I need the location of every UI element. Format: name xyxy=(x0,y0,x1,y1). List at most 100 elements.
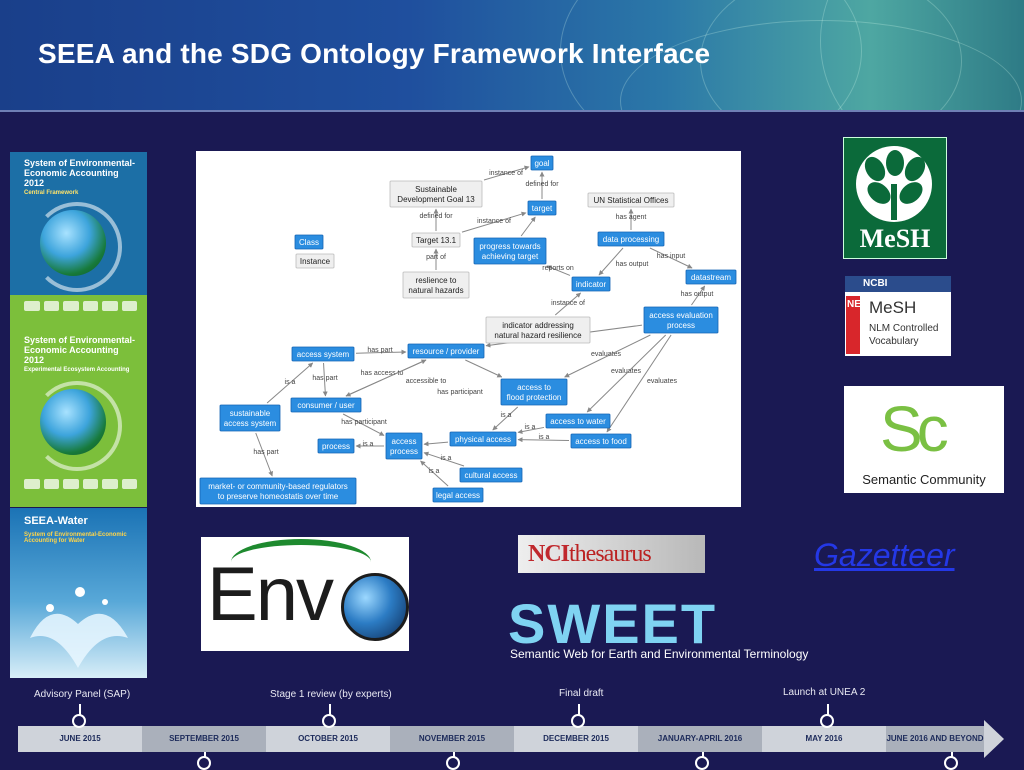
node-label: progress towards xyxy=(479,242,540,251)
edge-label: is a xyxy=(285,379,296,386)
edge-label: accessible to xyxy=(406,378,447,385)
timeline-arrowhead xyxy=(984,720,1004,758)
node-access-system: access system xyxy=(291,346,355,362)
node-label: access to xyxy=(517,383,551,392)
milestone-marker xyxy=(571,714,585,728)
agency-logos-row xyxy=(24,479,137,489)
node-label: cultural access xyxy=(465,471,518,480)
node-label: sustainable xyxy=(230,409,271,418)
edge-line xyxy=(554,292,582,316)
sweet-subtitle: Semantic Web for Earth and Environmental… xyxy=(510,647,809,661)
earth-icon xyxy=(341,573,409,641)
timeline-segment: DECEMBER 2015 xyxy=(514,726,638,752)
globe-icon xyxy=(40,389,106,455)
edge-line xyxy=(691,285,706,306)
edge-label: has part xyxy=(312,375,337,382)
edge-line xyxy=(420,460,449,487)
edge-label: evaluates xyxy=(647,378,677,385)
ring-graphic xyxy=(32,381,122,471)
node-label: goal xyxy=(534,159,549,168)
envo-word: Env xyxy=(207,552,334,637)
nci-label: NCIthesaurus xyxy=(528,541,652,568)
node-legal: legal access xyxy=(432,487,484,503)
edge-line xyxy=(423,441,449,447)
node-class: Class xyxy=(294,234,324,250)
edge-line xyxy=(586,334,667,413)
book-title: System of Environmental-Economic Account… xyxy=(24,335,136,365)
node-instance: Instance xyxy=(295,253,335,269)
edge-label: is a xyxy=(501,412,512,419)
thesaurus-part: thesaurus xyxy=(569,541,652,567)
edge-line xyxy=(649,247,693,269)
node-label: access system xyxy=(224,419,277,428)
ncbi-mesh-subtitle: NLM Controlled Vocabulary xyxy=(869,323,939,347)
edge-label: has part xyxy=(253,449,278,456)
node-label: to preserve homeostatis over time xyxy=(218,492,339,501)
node-label: indicator addressing xyxy=(502,321,574,330)
globe-icon xyxy=(40,210,106,276)
edge-line xyxy=(564,334,651,378)
node-label: process xyxy=(322,442,350,451)
stage-label-review: Stage 1 review (by experts) xyxy=(270,689,392,700)
node-resource: resource / provider xyxy=(407,343,485,359)
edge-line xyxy=(355,349,407,355)
edge-line xyxy=(606,334,672,433)
book-cover-seea-water: SEEA-Water System of Environmental-Econo… xyxy=(10,508,147,678)
edge-label: is a xyxy=(429,468,440,475)
timeline-bar: JUNE 2015 SEPTEMBER 2015 OCTOBER 2015 NO… xyxy=(18,720,1004,758)
nci-thesaurus-logo: NCIthesaurus xyxy=(518,535,705,573)
node-label: Target 13.1 xyxy=(416,236,457,245)
edge-line xyxy=(322,362,328,397)
node-access-food: access to food xyxy=(570,433,632,449)
node-dataproc: data processing xyxy=(597,231,665,247)
gazetteer-link[interactable]: Gazetteer xyxy=(814,537,955,573)
edge-line xyxy=(266,362,314,404)
node-label: achieving target xyxy=(482,252,539,261)
node-datastream: datastream xyxy=(685,269,737,285)
node-label: consumer / user xyxy=(297,401,355,410)
edge-line xyxy=(520,216,536,237)
book-cover-seea-eea: System of Environmental-Economic Account… xyxy=(10,295,147,507)
edge-line xyxy=(517,426,545,434)
edge-line xyxy=(546,265,571,276)
edge-line xyxy=(255,432,273,477)
edge-label: evaluates xyxy=(591,351,621,358)
milestone-marker xyxy=(820,714,834,728)
sc-label: Semantic Community xyxy=(862,472,986,487)
node-label: natural hazard resilience xyxy=(494,331,582,340)
timeline-segment: OCTOBER 2015 xyxy=(266,726,390,752)
edge-line xyxy=(461,211,527,233)
ncbi-bar: NCBI xyxy=(845,276,951,292)
stage-label-launch: Launch at UNEA 2 xyxy=(783,687,866,698)
node-physical: physical access xyxy=(449,431,517,447)
node-label: access evaluation xyxy=(649,311,713,320)
sweet-logo: SWEET xyxy=(508,592,718,655)
node-process: process xyxy=(317,438,355,454)
book-title: System of Environmental-Economic Account… xyxy=(24,158,136,188)
node-label: flood protection xyxy=(507,393,562,402)
envo-logo: Env xyxy=(201,537,409,651)
node-target131: Target 13.1 xyxy=(411,232,461,248)
timeline-segment: SEPTEMBER 2015 xyxy=(142,726,266,752)
node-label: access to food xyxy=(575,437,627,446)
edge-line xyxy=(345,359,427,397)
edge-label: is a xyxy=(363,441,374,448)
node-label: market- or community-based regulators xyxy=(208,482,348,491)
node-label: indicator xyxy=(576,280,607,289)
nci-part: NCI xyxy=(528,541,570,567)
tree-icon xyxy=(856,146,932,222)
edge-line xyxy=(492,406,519,431)
node-label: natural hazards xyxy=(408,286,463,295)
node-consumer: consumer / user xyxy=(290,397,362,413)
edge-line xyxy=(598,247,624,276)
slide-title: SEEA and the SDG Ontology Framework Inte… xyxy=(38,38,711,69)
node-label: process xyxy=(390,447,418,456)
mesh-label: MeSH xyxy=(859,224,931,253)
book-subtitle: Central Framework xyxy=(24,190,79,196)
ring-graphic xyxy=(32,202,122,292)
